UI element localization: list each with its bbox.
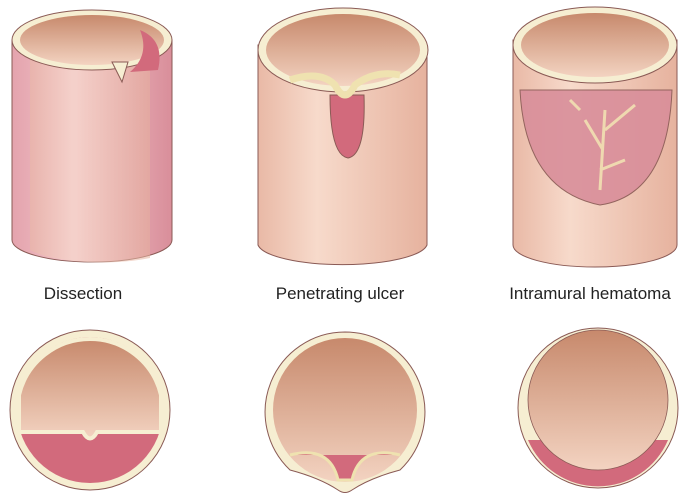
dissection-cylinder — [11, 9, 173, 263]
dissection-label: Dissection — [43, 284, 123, 303]
dissection-cross-section — [9, 329, 171, 491]
intramural-hematoma-label: Intramural hematoma — [509, 284, 671, 303]
ulcer-cylinder — [257, 7, 429, 266]
penetrating-ulcer-label: Penetrating ulcer — [275, 284, 405, 303]
hematoma-cross-section — [517, 327, 679, 489]
ulcer-cross-section — [264, 331, 426, 493]
hematoma-cylinder — [512, 6, 678, 268]
